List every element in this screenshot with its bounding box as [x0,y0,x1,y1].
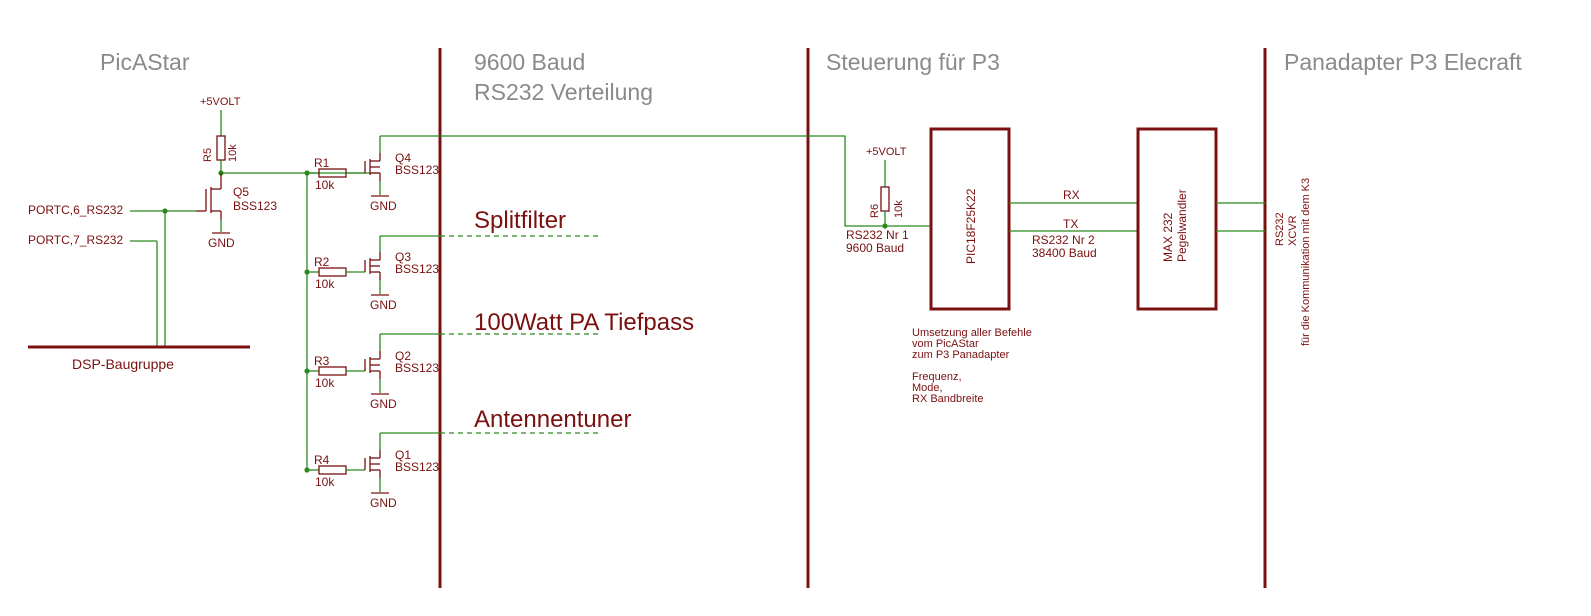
port7-label: PORTC,7_RS232 [28,233,123,247]
pegelwandler-label: Pegelwandler [1175,189,1189,262]
rx-label: RX [1063,188,1080,202]
baud-38400-label: 38400 Baud [1032,246,1097,260]
xcvr-label: XCVR [1287,215,1299,246]
picastar-circuit: +5VOLT R5 10k Q5 BSS123 GND PORTC,6_RS23… [28,96,380,372]
resistor-r5 [216,135,226,161]
dsp-label: DSP-Baugruppe [72,356,174,372]
section-dividers [438,48,1267,588]
r6-value: 10k [893,200,905,218]
resistor-name: R2 [314,255,330,269]
gnd-label: GND [370,199,397,213]
transistor-name: Q3 [395,250,411,264]
resistor-value: 10k [315,475,335,489]
note-line: Mode, [912,382,943,394]
section-subtitle-rs232-verteilung: RS232 Verteilung [474,79,653,105]
supply-label-right: +5VOLT [866,146,907,158]
pic-chip [929,127,1011,311]
note-line: Frequenz, [912,371,962,383]
note-line: RX Bandbreite [912,393,984,405]
tx-label: TX [1063,217,1078,231]
rs232-nr2-label: RS232 Nr 2 [1032,233,1095,247]
k3-comm-label: für die Kommunikation mit dem K3 [1300,178,1312,346]
resistor-r6 [880,186,890,212]
port6-label: PORTC,6_RS232 [28,203,123,217]
section-title-panadapter: Panadapter P3 Elecraft [1284,49,1522,75]
rs232-label: RS232 [1274,212,1286,246]
gnd-label: GND [370,496,397,510]
section-title-baud: 9600 Baud [474,49,585,75]
max232-chip [1136,127,1218,311]
transistor-name: Q2 [395,349,411,363]
supply-label-left: +5VOLT [200,96,241,108]
resistor-r4 [318,465,347,475]
gnd-label: GND [370,397,397,411]
gnd-label: GND [370,298,397,312]
resistor-r3 [318,366,347,376]
transistor-type: BSS123 [395,460,439,474]
r5-value: 10k [227,144,239,162]
section-title-picastar: PicAStar [100,49,190,75]
transistor-q5 [196,173,222,220]
target-splitfilter: Splitfilter [474,207,566,234]
rs232-nr1-line [380,135,885,227]
panadapter-labels: RS232 XCVR für die Kommunikation mit dem… [1274,178,1312,346]
section-title-steuerung: Steuerung für P3 [826,49,1000,75]
q5-name: Q5 [233,185,249,199]
resistor-name: R3 [314,354,330,368]
distribution-branches: R110kQ4BSS123GNDR210kQ3BSS123GNDR310kQ2B… [304,136,440,510]
transistor-name: Q4 [395,151,411,165]
baud-9600-label: 9600 Baud [846,241,904,255]
q5-gnd: GND [208,236,235,250]
note-line: Umsetzung aller Befehle [912,327,1032,339]
transistor-type: BSS123 [395,163,439,177]
resistor-value: 10k [315,277,335,291]
resistor-value: 10k [315,178,335,192]
control-circuit: +5VOLT R6 10k RS232 Nr 1 9600 Baud PIC18… [846,127,1265,405]
pic-label: PIC18F25K22 [964,188,978,264]
transistor-type: BSS123 [395,361,439,375]
max232-label: MAX 232 [1161,212,1175,262]
r5-name: R5 [202,148,214,162]
q5-type: BSS123 [233,199,277,213]
target-antennentuner: Antennentuner [474,406,631,433]
note-line: vom PicAStar [912,338,979,350]
rs232-nr1-label: RS232 Nr 1 [846,228,909,242]
transistor-type: BSS123 [395,262,439,276]
resistor-name: R4 [314,453,330,467]
resistor-r2 [318,267,347,277]
target-pa-tiefpass: 100Watt PA Tiefpass [474,309,694,336]
transistor-name: Q1 [395,448,411,462]
resistor-value: 10k [315,376,335,390]
r6-name: R6 [869,204,881,218]
resistor-name: R1 [314,156,330,170]
note-line: zum P3 Panadapter [912,349,1010,361]
